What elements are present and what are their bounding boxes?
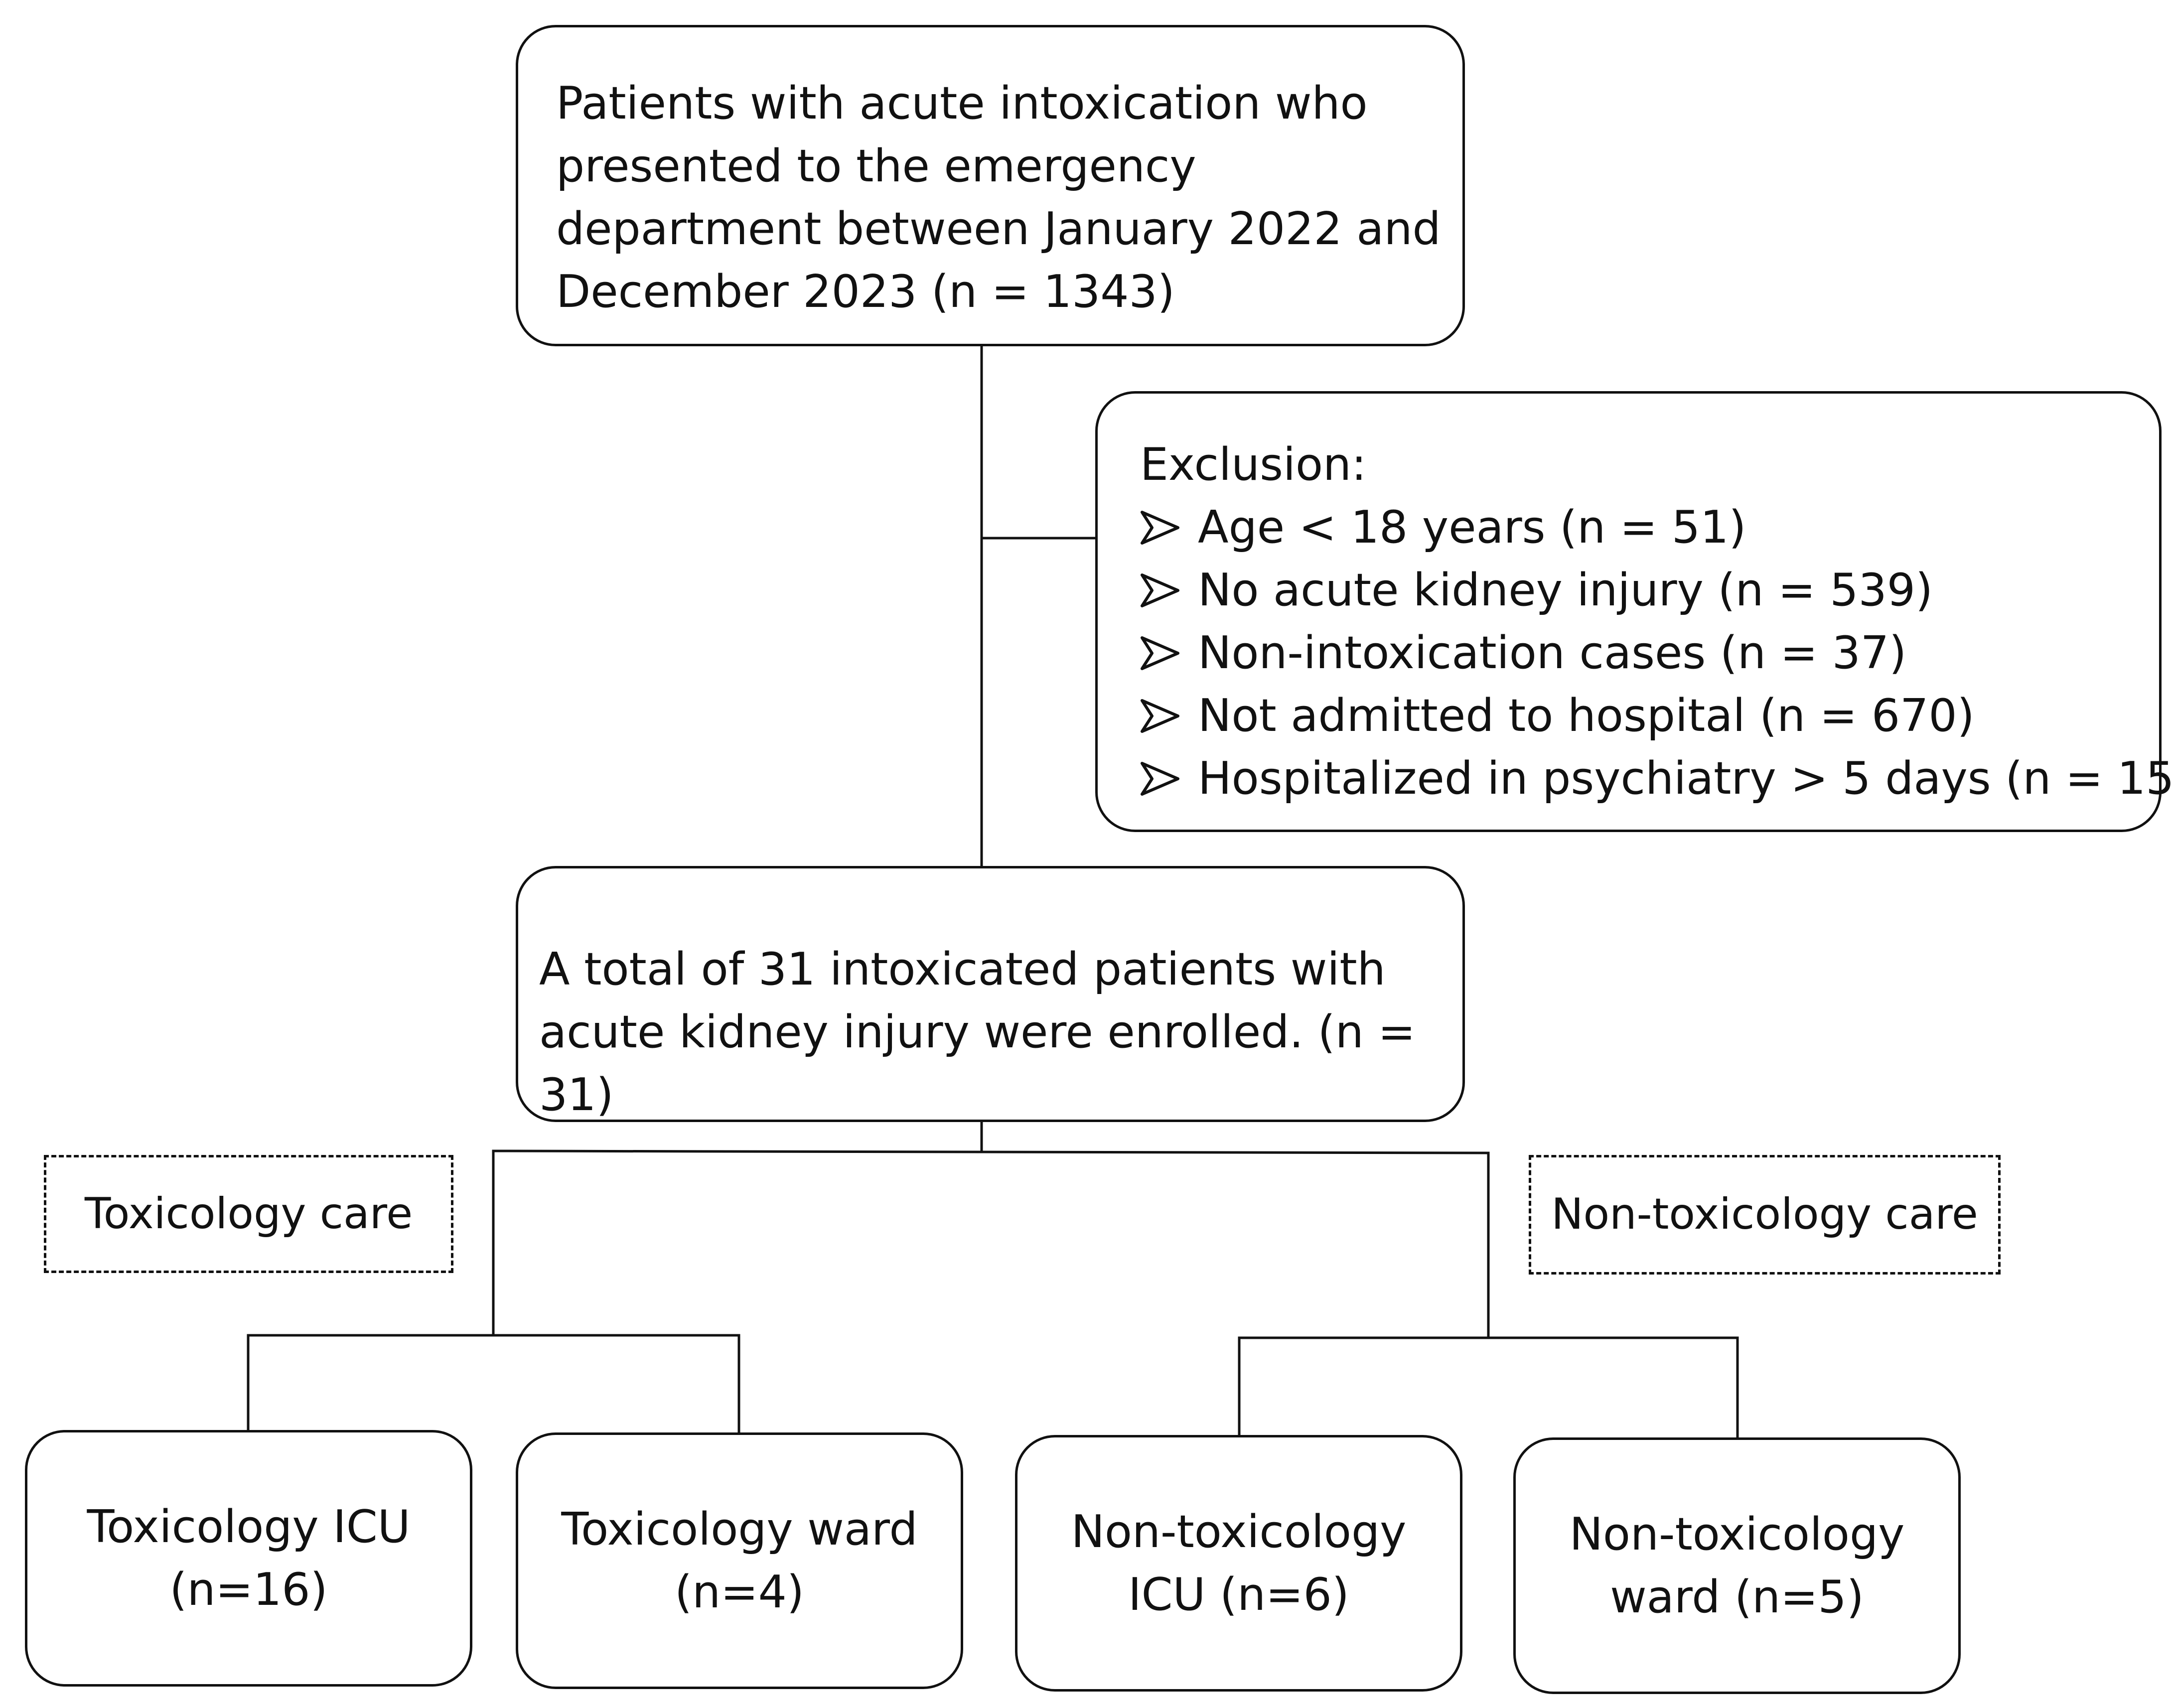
cohort-line-2: presented to the emergency — [556, 140, 1196, 192]
enrolled-line-1: A total of 31 intoxicated patients with — [539, 943, 1386, 996]
split-horizontal-connector — [492, 1149, 1490, 1154]
leaf-line-1: Non-toxicology — [1071, 1505, 1407, 1558]
toxicology-ward-box: Toxicology ward (n=4) — [516, 1432, 963, 1689]
leaf-line-1: Toxicology ICU — [87, 1500, 411, 1553]
exclusion-item: Age < 18 years (n = 51) — [1140, 496, 2159, 559]
exclusion-item: Non-intoxication cases (n = 37) — [1140, 622, 2159, 685]
toxicology-icu-box: Toxicology ICU (n=16) — [25, 1430, 472, 1687]
exclusion-item-text: Non-intoxication cases (n = 37) — [1198, 627, 1907, 679]
exclusion-item-text: Age < 18 years (n = 51) — [1198, 501, 1746, 554]
arrowhead-bullet-icon — [1141, 511, 1179, 545]
leaf-line-2: ward (n=5) — [1610, 1570, 1864, 1623]
non-toxicology-ward-box: Non-toxicology ward (n=5) — [1513, 1437, 1961, 1694]
leaf-line-1: Non-toxicology — [1569, 1508, 1905, 1561]
enrolled-box: A total of 31 intoxicated patients with … — [516, 866, 1465, 1122]
exclusion-box: Exclusion: Age < 18 years (n = 51) No ac… — [1095, 391, 2171, 832]
non-toxicology-care-label: Non-toxicology care — [1529, 1155, 2001, 1275]
arrowhead-bullet-icon — [1141, 762, 1179, 796]
non-toxicology-care-text: Non-toxicology care — [1551, 1189, 1978, 1240]
leaf-line-2: (n=16) — [169, 1563, 328, 1616]
arrowhead-bullet-icon — [1141, 573, 1179, 607]
exclusion-title: Exclusion: — [1140, 438, 1367, 491]
leaf-line-2: (n=4) — [675, 1566, 804, 1618]
exclusion-list: Age < 18 years (n = 51) No acute kidney … — [1140, 496, 2171, 810]
arrowhead-bullet-icon — [1141, 636, 1179, 670]
non-toxicology-icu-box: Non-toxicology ICU (n=6) — [1015, 1435, 1462, 1692]
cohort-box: Patients with acute intoxication who pre… — [516, 25, 1465, 346]
leaf-line-1: Toxicology ward — [561, 1503, 918, 1556]
exclusion-item-text: No acute kidney injury (n = 539) — [1198, 564, 1933, 616]
cohort-line-1: Patients with acute intoxication who — [556, 77, 1368, 130]
toxicology-care-label: Toxicology care — [44, 1155, 453, 1273]
cohort-line-3: department between January 2022 and — [556, 203, 1441, 255]
exclusion-item-text: Not admitted to hospital (n = 670) — [1198, 690, 1975, 742]
enrolled-line-2: acute kidney injury were enrolled. (n = … — [539, 1006, 1416, 1121]
exclusion-item: Not admitted to hospital (n = 670) — [1140, 685, 2159, 747]
exclusion-item: No acute kidney injury (n = 539) — [1140, 559, 2159, 622]
toxicology-care-text: Toxicology care — [84, 1188, 413, 1239]
leaf-line-2: ICU (n=6) — [1128, 1568, 1349, 1621]
exclusion-item: Hospitalized in psychiatry > 5 days (n =… — [1140, 747, 2171, 810]
arrowhead-bullet-icon — [1141, 699, 1179, 733]
cohort-line-4: December 2023 (n = 1343) — [556, 266, 1175, 318]
exclusion-item-text: Hospitalized in psychiatry > 5 days (n =… — [1198, 752, 2171, 805]
